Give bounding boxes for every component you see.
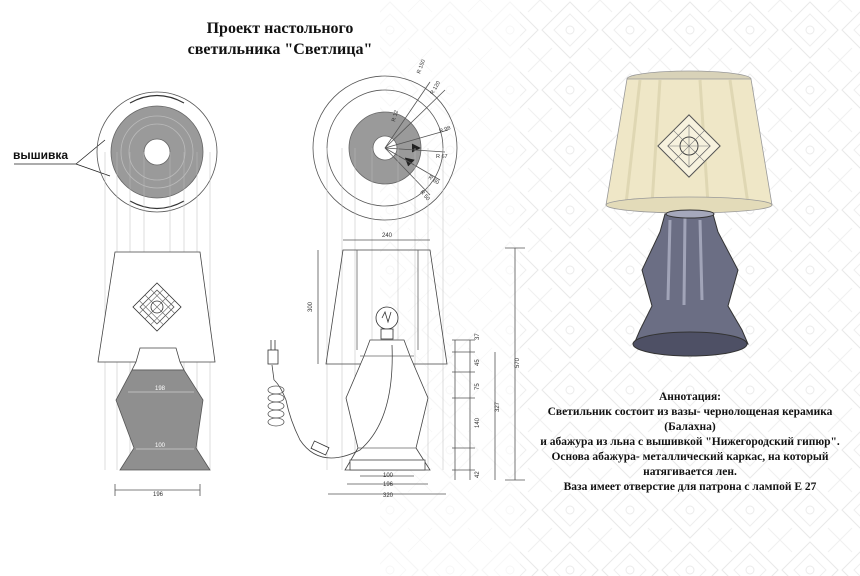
side-shade-frame bbox=[325, 249, 448, 365]
annotation-line-5: натягивается лен. bbox=[643, 466, 737, 478]
dim-300: 300 bbox=[308, 301, 314, 312]
annotation-line-1: Светильник состоит из вазы- чернолощеная… bbox=[547, 406, 833, 418]
annotation-line-6: Ваза имеет отверстие для патрона с лампо… bbox=[563, 481, 817, 493]
power-cord bbox=[273, 344, 393, 459]
dim-r67: R 67 bbox=[436, 154, 448, 160]
lamp-rendering bbox=[605, 70, 773, 357]
dim-140: 140 bbox=[475, 417, 481, 428]
annotation-heading: Аннотация: bbox=[659, 391, 721, 403]
dim-240: 240 bbox=[382, 233, 393, 239]
shade-embroidery-icon bbox=[657, 114, 721, 178]
dim-196-front: 196 bbox=[153, 492, 164, 498]
dim-75: 75 bbox=[475, 383, 481, 390]
dim-198: 198 bbox=[155, 386, 166, 392]
dim-570: 570 bbox=[515, 357, 521, 368]
front-vase-neck bbox=[131, 347, 185, 371]
dim-37: 37 bbox=[475, 333, 481, 340]
dim-327: 327 bbox=[495, 401, 501, 412]
dim-45: 45 bbox=[475, 359, 481, 366]
dim-320: 320 bbox=[383, 493, 394, 499]
embroidery-label: вышивка bbox=[13, 148, 69, 162]
dim-100: 100 bbox=[383, 473, 394, 479]
front-top-view bbox=[96, 91, 218, 213]
dim-42: 42 bbox=[475, 471, 481, 478]
title-line-2: светильника "Светлица" bbox=[187, 41, 373, 58]
dim-100-front: 100 bbox=[155, 443, 166, 449]
dim-r98: R 98 bbox=[439, 125, 452, 135]
dim-r60: R 60 bbox=[427, 175, 440, 187]
dim-r50: R 50 bbox=[418, 189, 430, 202]
drawing-title: Проект настольного светильника "Светлица… bbox=[150, 18, 410, 60]
annotation-line-2: (Балахна) bbox=[664, 421, 716, 433]
dim-r120: R 120 bbox=[430, 80, 443, 96]
dim-196: 196 bbox=[383, 482, 394, 488]
dim-r12: R 12 bbox=[391, 110, 400, 123]
front-vase-body bbox=[115, 369, 211, 471]
annotation-block: Аннотация: Светильник состоит из вазы- ч… bbox=[520, 390, 860, 495]
side-vase bbox=[344, 339, 431, 471]
title-line-1: Проект настольного bbox=[206, 20, 354, 37]
dim-r150: R 150 bbox=[416, 59, 427, 75]
annotation-line-3: и абажура из льна с вышивкой "Нижегородс… bbox=[540, 436, 840, 448]
front-embroidery bbox=[132, 282, 182, 332]
side-top-view bbox=[312, 75, 458, 221]
lamp-vase bbox=[633, 213, 749, 345]
annotation-line-4: Основа абажура- металлический каркас, на… bbox=[551, 451, 829, 463]
